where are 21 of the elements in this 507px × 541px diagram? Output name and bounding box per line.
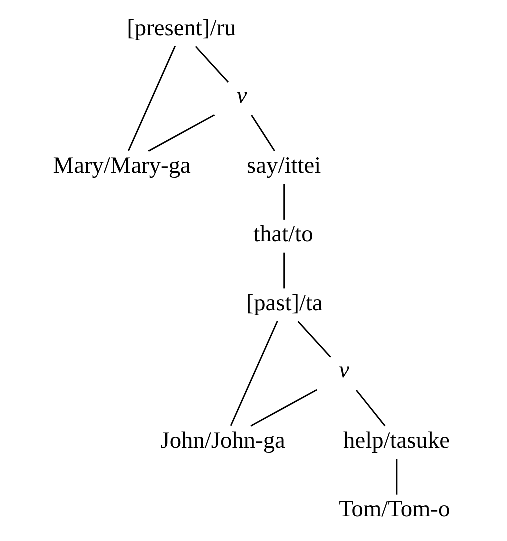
node-text: that/to [253, 222, 313, 248]
node-text: v [338, 358, 350, 384]
connector [194, 46, 229, 83]
node-text: Tom/Tom-o [338, 496, 450, 523]
connector [297, 321, 331, 358]
node-text: [past]/ta [246, 290, 322, 316]
connector [148, 114, 215, 152]
connector [283, 184, 285, 220]
connector [250, 115, 275, 152]
node-text: help/tasuke [343, 428, 450, 454]
node-text: Mary/Mary-ga [52, 152, 190, 179]
node-text: v [236, 82, 247, 109]
node-text: say/ittei [246, 152, 321, 179]
connector [355, 390, 386, 427]
connector [396, 459, 398, 495]
node-text: John/John-ga [160, 428, 285, 454]
connector [283, 252, 285, 289]
connector [250, 389, 317, 427]
connector [128, 46, 176, 152]
connector [230, 320, 278, 426]
node-text: [present]/ru [126, 16, 236, 42]
